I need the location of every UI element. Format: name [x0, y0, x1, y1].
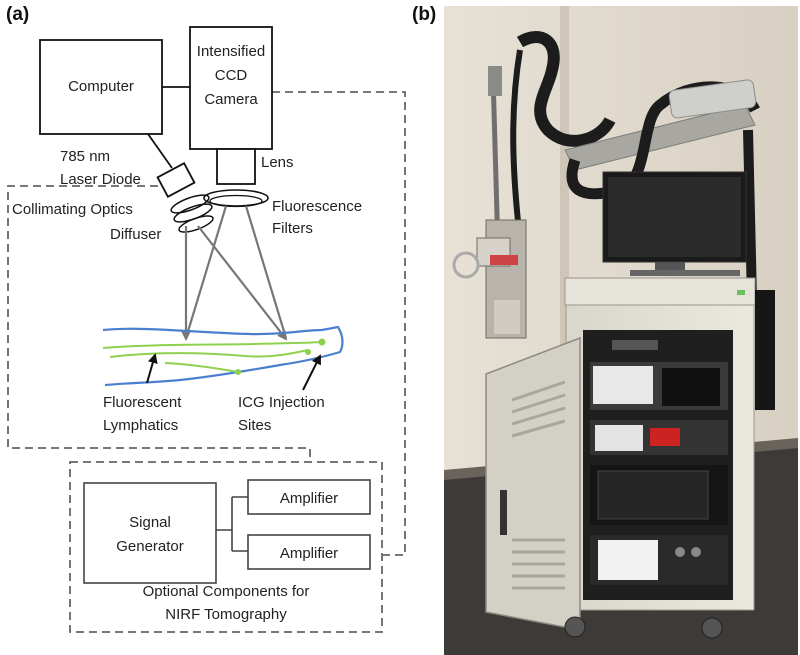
diffuser-label: Diffuser — [110, 226, 161, 243]
camera-label-line1: Intensified — [197, 43, 265, 60]
monitor — [602, 171, 747, 276]
optional-components-box — [69, 461, 383, 633]
collimating-optic-1 — [170, 194, 210, 214]
signal-generator-line2: Generator — [116, 538, 184, 555]
injection-site-3 — [235, 369, 241, 375]
panel-a: (a) Computer Intensified CCD Camera Lens… — [6, 4, 406, 633]
excitation-ray-2 — [197, 225, 288, 341]
ccd-camera-box — [189, 26, 273, 150]
injection-pointer — [302, 354, 321, 391]
diffuser-element — [178, 215, 214, 233]
panel-b-label: (b) — [412, 4, 436, 25]
filters-label-line2: Filters — [272, 220, 313, 237]
collimating-optic-2 — [173, 203, 213, 223]
arm-joint — [668, 79, 757, 119]
computer-box — [39, 39, 163, 135]
filters-label-line1: Fluorescence — [272, 198, 362, 215]
collimating-label: Collimating Optics — [12, 201, 133, 218]
injection-site-1 — [318, 338, 326, 346]
signal-generator-line1: Signal — [129, 514, 171, 531]
injection-label-line2: Sites — [238, 417, 271, 434]
amplifier-2-label: Amplifier — [280, 545, 338, 562]
laser-diode — [156, 162, 196, 198]
lymphatic-vessel-3 — [164, 362, 239, 373]
computer-label: Computer — [68, 78, 134, 95]
lymphatics-pointer — [146, 353, 158, 384]
computer-laser-link — [147, 133, 173, 169]
emission-ray-1 — [184, 205, 228, 339]
camera-head — [452, 219, 527, 339]
generator-amplifier-links — [216, 496, 248, 552]
emission-ray-2 — [244, 205, 288, 339]
optional-label-line1: Optional Components for — [143, 583, 310, 600]
cart-cabinet — [485, 277, 775, 639]
lymphatic-vessel-2 — [109, 349, 309, 358]
lymphatics-label-line1: Fluorescent — [103, 394, 182, 411]
lymphatic-vessel-1 — [102, 341, 323, 349]
imaging-dashed-boundary — [7, 185, 311, 462]
panel-a-label: (a) — [6, 4, 29, 25]
panel-b: (b) — [412, 4, 798, 655]
fluorescence-filter-inner — [209, 194, 263, 208]
injection-site-2 — [305, 349, 311, 355]
amplifier-1-label: Amplifier — [280, 490, 338, 507]
lens-box — [216, 148, 256, 185]
amplifier-2-box — [247, 534, 371, 570]
optional-label-line2: NIRF Tomography — [165, 606, 287, 623]
limb-outline — [102, 325, 344, 387]
amplifier-1-box — [247, 479, 371, 515]
lens-label: Lens — [261, 154, 294, 171]
injection-label-line1: ICG Injection — [238, 394, 325, 411]
articulated-arm-cable — [516, 31, 616, 147]
camera-label-line3: Camera — [204, 91, 258, 108]
cabinet-door — [485, 336, 581, 631]
laser-label-line1: 785 nm — [60, 148, 110, 165]
system-dashed-line — [272, 91, 406, 556]
lymphatics-label-line2: Lymphatics — [103, 417, 178, 434]
device-photo — [444, 6, 798, 655]
laser-label-line2: Laser Diode — [60, 171, 141, 188]
camera-label-line2: CCD — [215, 67, 248, 84]
signal-generator-box — [83, 482, 217, 584]
